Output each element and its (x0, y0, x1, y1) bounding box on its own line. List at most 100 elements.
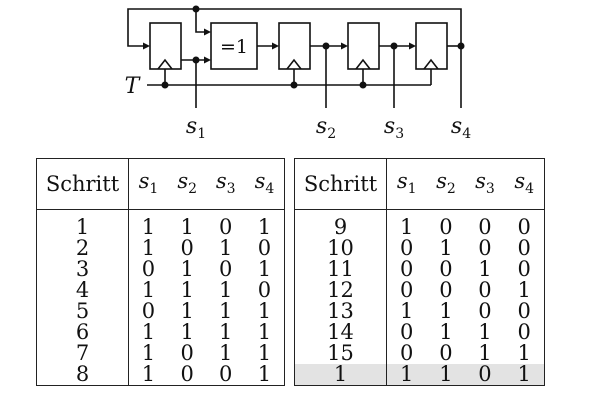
table-cell-s2: 0 (439, 278, 453, 302)
column-header-s4: s4 (244, 158, 285, 210)
output-label-s2: s2 (316, 114, 336, 142)
column-header-s3: s3 (465, 158, 505, 210)
table-cell-step: 12 (294, 280, 387, 301)
table-cell-s1: 0 (400, 257, 414, 281)
table-cell-s3: 0 (219, 215, 233, 239)
table-cell-s2: 1 (180, 257, 194, 281)
table-cell-s3: 1 (219, 299, 233, 323)
table-cell-s3: 1 (219, 278, 233, 302)
table-cell-step: 4 (36, 280, 129, 301)
table-cell-s4: 1 (257, 341, 272, 365)
table-cell-s3: 0 (219, 257, 233, 281)
table-cell-s3: 0 (478, 215, 492, 239)
output-label-s3: s3 (384, 114, 404, 142)
table-cell-step: 5 (36, 301, 129, 322)
column-header-step: Schritt (36, 158, 129, 210)
flip-flop-3 (347, 22, 380, 70)
table-cell-s3: 0 (478, 236, 492, 260)
table-cell-s3: 0 (478, 299, 492, 323)
table-row: 13 1 1 0 0 (294, 299, 545, 323)
table-cell-step: 13 (294, 301, 387, 322)
table-cell-s2: 1 (439, 320, 453, 344)
table-cell-s2: 0 (180, 236, 194, 260)
table-cell-s1: 0 (400, 278, 414, 302)
arrowheads (143, 28, 416, 64)
table-cell-s2: 1 (180, 299, 194, 323)
table-cell-s4: 1 (517, 278, 531, 302)
table-cell-s4: 1 (257, 362, 272, 386)
table-cell-step: 10 (294, 238, 387, 259)
table-cell-s1: 0 (141, 299, 156, 323)
table-cell-s3: 0 (478, 278, 492, 302)
table-cell-s1: 0 (400, 236, 414, 260)
column-header-s4: s4 (504, 158, 545, 210)
table-cell-step: 11 (294, 259, 387, 280)
table-cell-step: 9 (294, 217, 387, 238)
table-header-row: Schritt s1 s2 s3 s4 (36, 158, 285, 210)
table-cell-s4: 0 (517, 299, 531, 323)
flip-flop-2 (278, 22, 311, 70)
table-cell-s1: 1 (400, 215, 414, 239)
table-cell-s2: 1 (180, 278, 194, 302)
table-cell-s2: 0 (439, 215, 453, 239)
table-cell-s4: 0 (517, 320, 531, 344)
table-header-row: Schritt s1 s2 s3 s4 (294, 158, 545, 210)
column-header-step: Schritt (294, 158, 387, 210)
table-cell-s2: 1 (439, 236, 453, 260)
table-cell-step: 8 (36, 364, 129, 386)
table-cell-step: 3 (36, 259, 129, 280)
table-cell-s2: 0 (180, 362, 194, 386)
clock-triangle-icon (423, 58, 439, 70)
table-cell-s3: 0 (219, 362, 233, 386)
table-cell-s1: 1 (400, 299, 414, 323)
output-label-s1: s1 (186, 114, 206, 142)
table-cell-s3: 1 (478, 341, 492, 365)
table-cell-s2: 1 (439, 299, 453, 323)
table-cell-s1: 1 (141, 320, 156, 344)
clock-label: T (125, 74, 142, 99)
table-cell-step: 6 (36, 322, 129, 343)
table-cell-s1: 1 (386, 364, 427, 386)
table-cell-step: 2 (36, 238, 129, 259)
clock-triangle-icon (157, 58, 173, 70)
table-cell-s1: 1 (141, 341, 156, 365)
spacer-row (36, 209, 285, 217)
table-row: 12 0 0 0 1 (294, 278, 545, 302)
table-cell-s4: 0 (517, 215, 531, 239)
clock-triangle-icon (355, 58, 371, 70)
table-cell-step: 15 (294, 343, 387, 364)
table-cell-s4: 1 (257, 257, 272, 281)
table-cell-s1: 0 (141, 257, 156, 281)
table-cell-s1: 1 (141, 236, 156, 260)
table-cell-s2: 1 (426, 364, 466, 386)
shift-register-circuit: =1 T s1 s2 s3 s4 (125, 5, 471, 142)
table-cell-s4: 1 (257, 320, 272, 344)
flip-flop-4 (415, 22, 448, 70)
table-cell-s1: 1 (141, 278, 156, 302)
feedback-wire (127, 8, 462, 47)
table-cell-s3: 1 (219, 341, 233, 365)
clock-triangle-icon (286, 58, 302, 70)
column-header-s3: s3 (206, 158, 245, 210)
column-header-s2: s2 (426, 158, 466, 210)
table-cell-s4: 0 (517, 257, 531, 281)
output-label-s4: s4 (451, 114, 471, 142)
column-header-s2: s2 (167, 158, 207, 210)
table-cell-s2: 0 (439, 257, 453, 281)
table-cell-s3: 1 (219, 320, 233, 344)
